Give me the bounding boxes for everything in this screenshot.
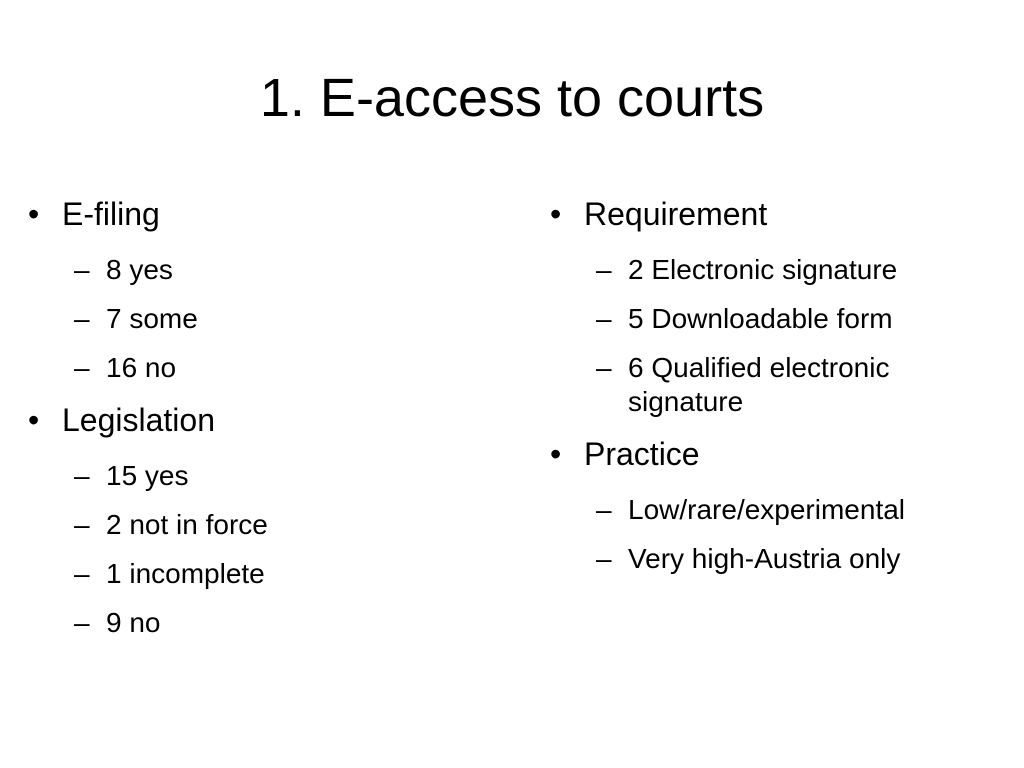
sub-bullet: – 6 Qualified electronic signature: [546, 351, 1006, 419]
sub-bullet: – 9 no: [24, 606, 504, 640]
sub-bullet-text: 2 not in force: [106, 509, 268, 540]
bullet-requirement: • Requirement: [546, 190, 1006, 238]
sub-bullet-text: 9 no: [106, 607, 161, 638]
bullet-legislation: • Legislation: [24, 396, 504, 444]
bullet-dot-icon: •: [550, 436, 562, 472]
sub-bullet-text: 16 no: [106, 352, 177, 383]
dash-icon: –: [596, 303, 612, 334]
sub-bullet: – 16 no: [24, 351, 504, 385]
dash-icon: –: [74, 607, 90, 638]
dash-icon: –: [596, 543, 612, 574]
sub-bullet: – Low/rare/experimental: [546, 493, 1006, 527]
sub-bullet: – 15 yes: [24, 459, 504, 493]
dash-icon: –: [74, 509, 90, 540]
bullet-heading: Practice: [584, 436, 700, 472]
bullet-dot-icon: •: [28, 196, 40, 232]
sub-bullet: – 1 incomplete: [24, 557, 504, 591]
sub-bullet-text: Very high-Austria only: [628, 543, 901, 574]
sub-bullet-text: 2 Electronic signature: [628, 254, 898, 285]
left-column: • E-filing – 8 yes – 7 some – 16 no • Le…: [24, 190, 504, 640]
sub-bullet: – Very high-Austria only: [546, 542, 1006, 576]
bullet-e-filing: • E-filing: [24, 190, 504, 238]
sub-bullet: – 2 Electronic signature: [546, 253, 1006, 287]
sub-bullet: – 7 some: [24, 302, 504, 336]
sub-bullet-text: 8 yes: [106, 254, 173, 285]
dash-icon: –: [74, 303, 90, 334]
sub-bullet-text: 7 some: [106, 303, 198, 334]
dash-icon: –: [596, 352, 612, 383]
sub-bullet: – 5 Downloadable form: [546, 302, 1006, 336]
dash-icon: –: [74, 254, 90, 285]
bullet-dot-icon: •: [550, 196, 562, 232]
bullet-heading: Legislation: [62, 402, 215, 438]
dash-icon: –: [596, 254, 612, 285]
bullet-heading: Requirement: [584, 196, 768, 232]
sub-bullet-text: 5 Downloadable form: [628, 303, 893, 334]
sub-bullet-text: 15 yes: [106, 460, 189, 491]
sub-bullet-text: 1 incomplete: [106, 558, 265, 589]
bullet-practice: • Practice: [546, 430, 1006, 478]
dash-icon: –: [596, 494, 612, 525]
sub-bullet: – 2 not in force: [24, 508, 504, 542]
sub-bullet: – 8 yes: [24, 253, 504, 287]
bullet-heading: E-filing: [62, 196, 160, 232]
sub-bullet-text: Low/rare/experimental: [628, 494, 906, 525]
slide-title: 1. E-access to courts: [259, 68, 765, 128]
sub-bullet-text: 6 Qualified electronic signature: [628, 352, 890, 417]
dash-icon: –: [74, 460, 90, 491]
dash-icon: –: [74, 558, 90, 589]
dash-icon: –: [74, 352, 90, 383]
right-column: • Requirement – 2 Electronic signature –…: [546, 190, 1006, 576]
bullet-dot-icon: •: [28, 402, 40, 438]
